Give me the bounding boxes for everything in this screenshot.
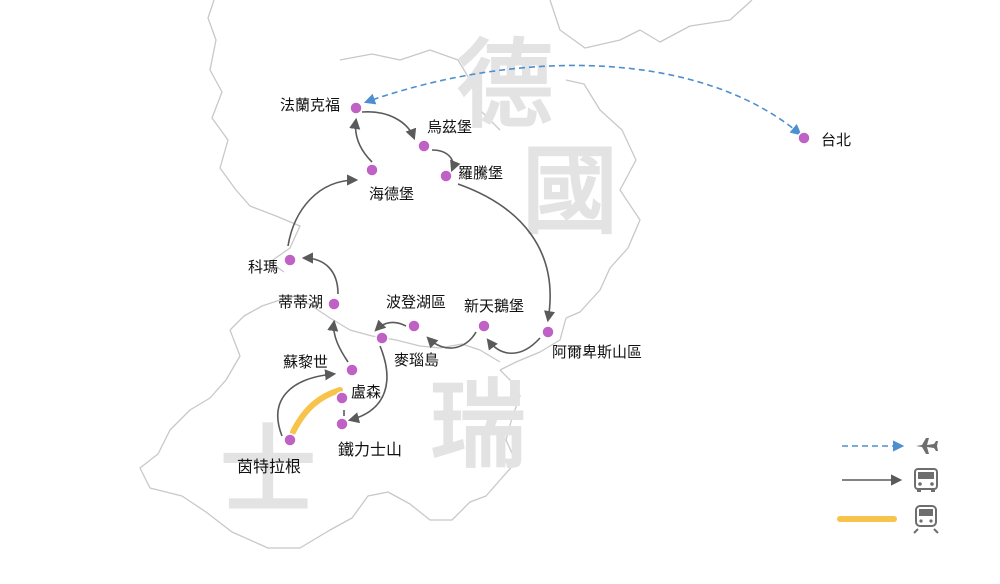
legend-item-train bbox=[837, 505, 939, 534]
city-dot-bodensee bbox=[407, 319, 421, 333]
bus-route-bodensee-mainau bbox=[374, 319, 407, 332]
city-dot-alps bbox=[541, 325, 555, 339]
city-label-interlaken: 茵特拉根 bbox=[237, 457, 301, 476]
bus-route-wurzburg-rothenburg bbox=[431, 149, 461, 173]
train-route-interlaken-lucerne bbox=[290, 387, 343, 435]
switzerland-border bbox=[139, 329, 521, 549]
city-dot-rothenburg bbox=[439, 169, 453, 183]
country-labels: 德 國 士 瑞 bbox=[220, 29, 618, 527]
city-label-neuschwanstein: 新天鵝堡 bbox=[464, 297, 524, 315]
city-label-alps: 阿爾卑斯山區 bbox=[552, 343, 642, 361]
city-label-heidelberg: 海德堡 bbox=[369, 185, 414, 203]
alps-border bbox=[499, 317, 567, 371]
airplane-icon bbox=[916, 438, 938, 454]
bus-routes bbox=[277, 111, 556, 437]
city-dot-zurich bbox=[345, 363, 359, 377]
west-border bbox=[229, 295, 297, 331]
city-label-mainau: 麥瑙島 bbox=[394, 351, 439, 369]
germany-char-2: 國 bbox=[522, 135, 618, 247]
city-dot-taipei bbox=[797, 131, 811, 145]
legend-item-bus bbox=[842, 468, 938, 492]
city-label-lucerne: 盧森 bbox=[351, 383, 381, 401]
city-label-titlis: 鐵力士山 bbox=[338, 440, 402, 459]
city-label-colmar: 科瑪 bbox=[248, 258, 278, 276]
city-label-taipei: 台北 bbox=[821, 131, 851, 149]
bus-route-heidelberg-frankfurt bbox=[349, 117, 373, 163]
germany-west-border bbox=[207, 0, 301, 273]
city-dot-frankfurt bbox=[349, 101, 363, 115]
legend bbox=[837, 438, 939, 534]
bus-route-frankfurt-wurzburg bbox=[361, 111, 417, 141]
bus-icon bbox=[914, 468, 938, 492]
city-label-bodensee: 波登湖區 bbox=[386, 293, 446, 311]
city-label-titisee: 蒂蒂湖 bbox=[278, 293, 323, 311]
bus-route-rothenburg-alps bbox=[457, 183, 556, 323]
switzerland-char-2: 瑞 bbox=[430, 369, 526, 481]
bus-route-colmar-heidelberg bbox=[287, 174, 359, 247]
city-dot-neuschwanstein bbox=[477, 319, 491, 333]
flight-route-frankfurt-taipei bbox=[363, 64, 802, 136]
bus-route-interlaken-zurich bbox=[277, 369, 337, 437]
bus-route-alps-neuschwanstein bbox=[486, 337, 541, 354]
city-dot-interlaken bbox=[283, 433, 297, 447]
bus-route-titisee-colmar bbox=[301, 252, 339, 295]
bus-route-neuschwanstein-bodensee bbox=[426, 331, 477, 349]
city-label-wurzburg: 烏茲堡 bbox=[427, 118, 472, 136]
city-dot-colmar bbox=[283, 253, 297, 267]
city-dot-wurzburg bbox=[417, 139, 431, 153]
germany-north-border bbox=[549, 0, 753, 49]
bus-route-lucerne-titisee bbox=[327, 319, 349, 363]
city-dots bbox=[283, 101, 811, 447]
bus-route-mainau-titlis bbox=[347, 345, 388, 424]
switzerland-char-1: 士 bbox=[220, 415, 316, 527]
city-dot-mainau bbox=[375, 331, 389, 345]
legend-item-flight bbox=[842, 438, 938, 454]
city-dot-heidelberg bbox=[365, 163, 379, 177]
train-icon bbox=[913, 505, 939, 534]
city-dot-lucerne bbox=[335, 391, 349, 405]
city-dot-titlis bbox=[335, 417, 349, 431]
switzerland-north-border bbox=[295, 295, 501, 363]
city-label-zurich: 蘇黎世 bbox=[283, 353, 328, 371]
city-label-frankfurt: 法蘭克福 bbox=[280, 96, 340, 114]
city-label-rothenburg: 羅騰堡 bbox=[458, 164, 503, 182]
city-dot-titisee bbox=[327, 297, 341, 311]
city-labels: 法蘭克福 台北 烏茲堡 羅騰堡 海德堡 科瑪 蒂蒂湖 波登湖區 新天鵝堡 阿爾卑… bbox=[237, 96, 851, 476]
